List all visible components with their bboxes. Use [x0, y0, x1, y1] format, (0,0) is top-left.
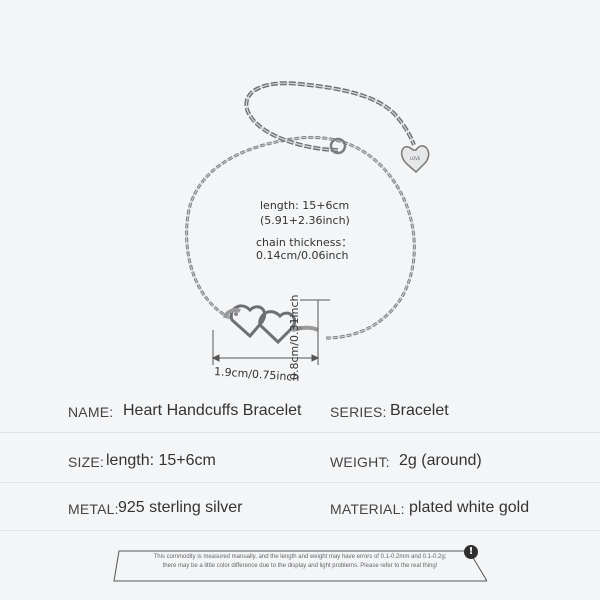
name-label: NAME: [68, 404, 114, 420]
disclaimer-line-2: there may be a little color difference d… [162, 563, 438, 569]
heart-tag: LOVE [400, 145, 430, 174]
height-dimension [300, 299, 330, 348]
length-label: length: 15+6cm [260, 199, 350, 212]
divider [0, 482, 600, 483]
thickness-label: chain thickness： [256, 236, 353, 249]
disclaimer-text: This commodity is measured manually, and… [115, 553, 485, 581]
weight-label: WEIGHT: [330, 454, 390, 470]
length-inch: (5.91+2.36inch) [260, 214, 350, 227]
series-label: SERIES: [330, 404, 387, 420]
weight-value: 2g (around) [399, 452, 482, 469]
material-value: plated white gold [409, 499, 530, 516]
metal-row: METAL: 925 sterling silver MATERIAL: pla… [68, 498, 548, 522]
thickness-value: 0.14cm/0.06inch [256, 249, 349, 262]
size-row: SIZE: length: 15+6cm WEIGHT: 2g (around) [68, 451, 548, 475]
disclaimer-frame [113, 550, 487, 582]
bracelet-illustration: LOVE [185, 81, 430, 365]
height-dim-label: 0.8cm/0.31inch [288, 294, 301, 380]
series-value: Bracelet [390, 402, 449, 419]
exclamation-icon: ! [464, 545, 478, 559]
name-value: Heart Handcuffs Bracelet [123, 402, 302, 419]
name-row: NAME: Heart Handcuffs Bracelet SERIES: B… [68, 401, 548, 425]
heart-handcuffs-charm [223, 304, 319, 345]
width-dimension [211, 330, 320, 365]
divider [0, 530, 600, 531]
divider [0, 432, 600, 433]
metal-value: 925 sterling silver [118, 499, 243, 516]
clasp [329, 137, 347, 155]
size-value: length: 15+6cm [106, 452, 216, 469]
disclaimer-line-1: This commodity is measured manually, and… [153, 554, 447, 560]
material-label: MATERIAL: [330, 501, 405, 517]
metal-label: METAL: [68, 501, 119, 517]
size-label: SIZE: [68, 454, 105, 470]
svg-text:LOVE: LOVE [410, 156, 421, 161]
